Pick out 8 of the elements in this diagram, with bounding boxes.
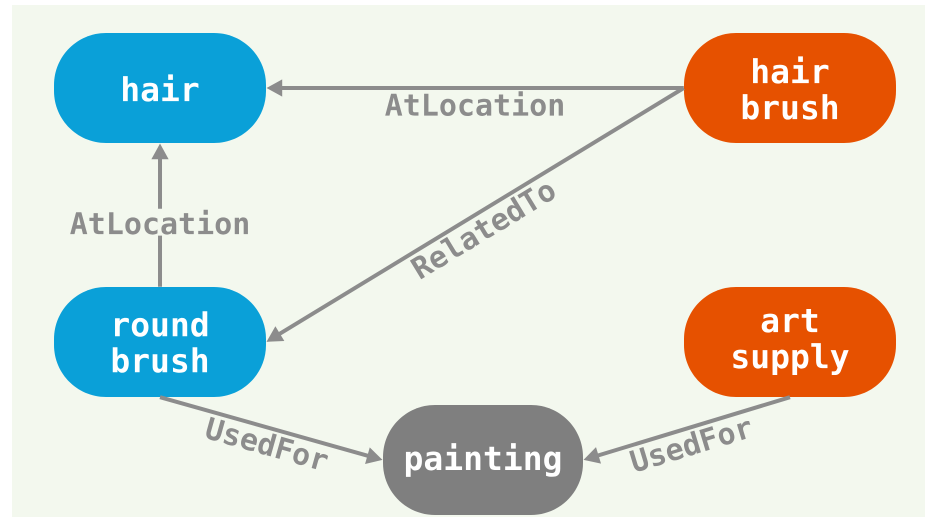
concept-node: painting [383, 405, 583, 515]
edge-label: AtLocation [385, 91, 563, 116]
concept-node: hair [54, 33, 266, 143]
concept-node: hair brush [684, 33, 896, 143]
concept-node: round brush [54, 287, 266, 397]
edge-label: AtLocation [70, 210, 248, 235]
concept-node: art supply [684, 287, 896, 397]
edge-label: UsedFor [629, 421, 750, 472]
